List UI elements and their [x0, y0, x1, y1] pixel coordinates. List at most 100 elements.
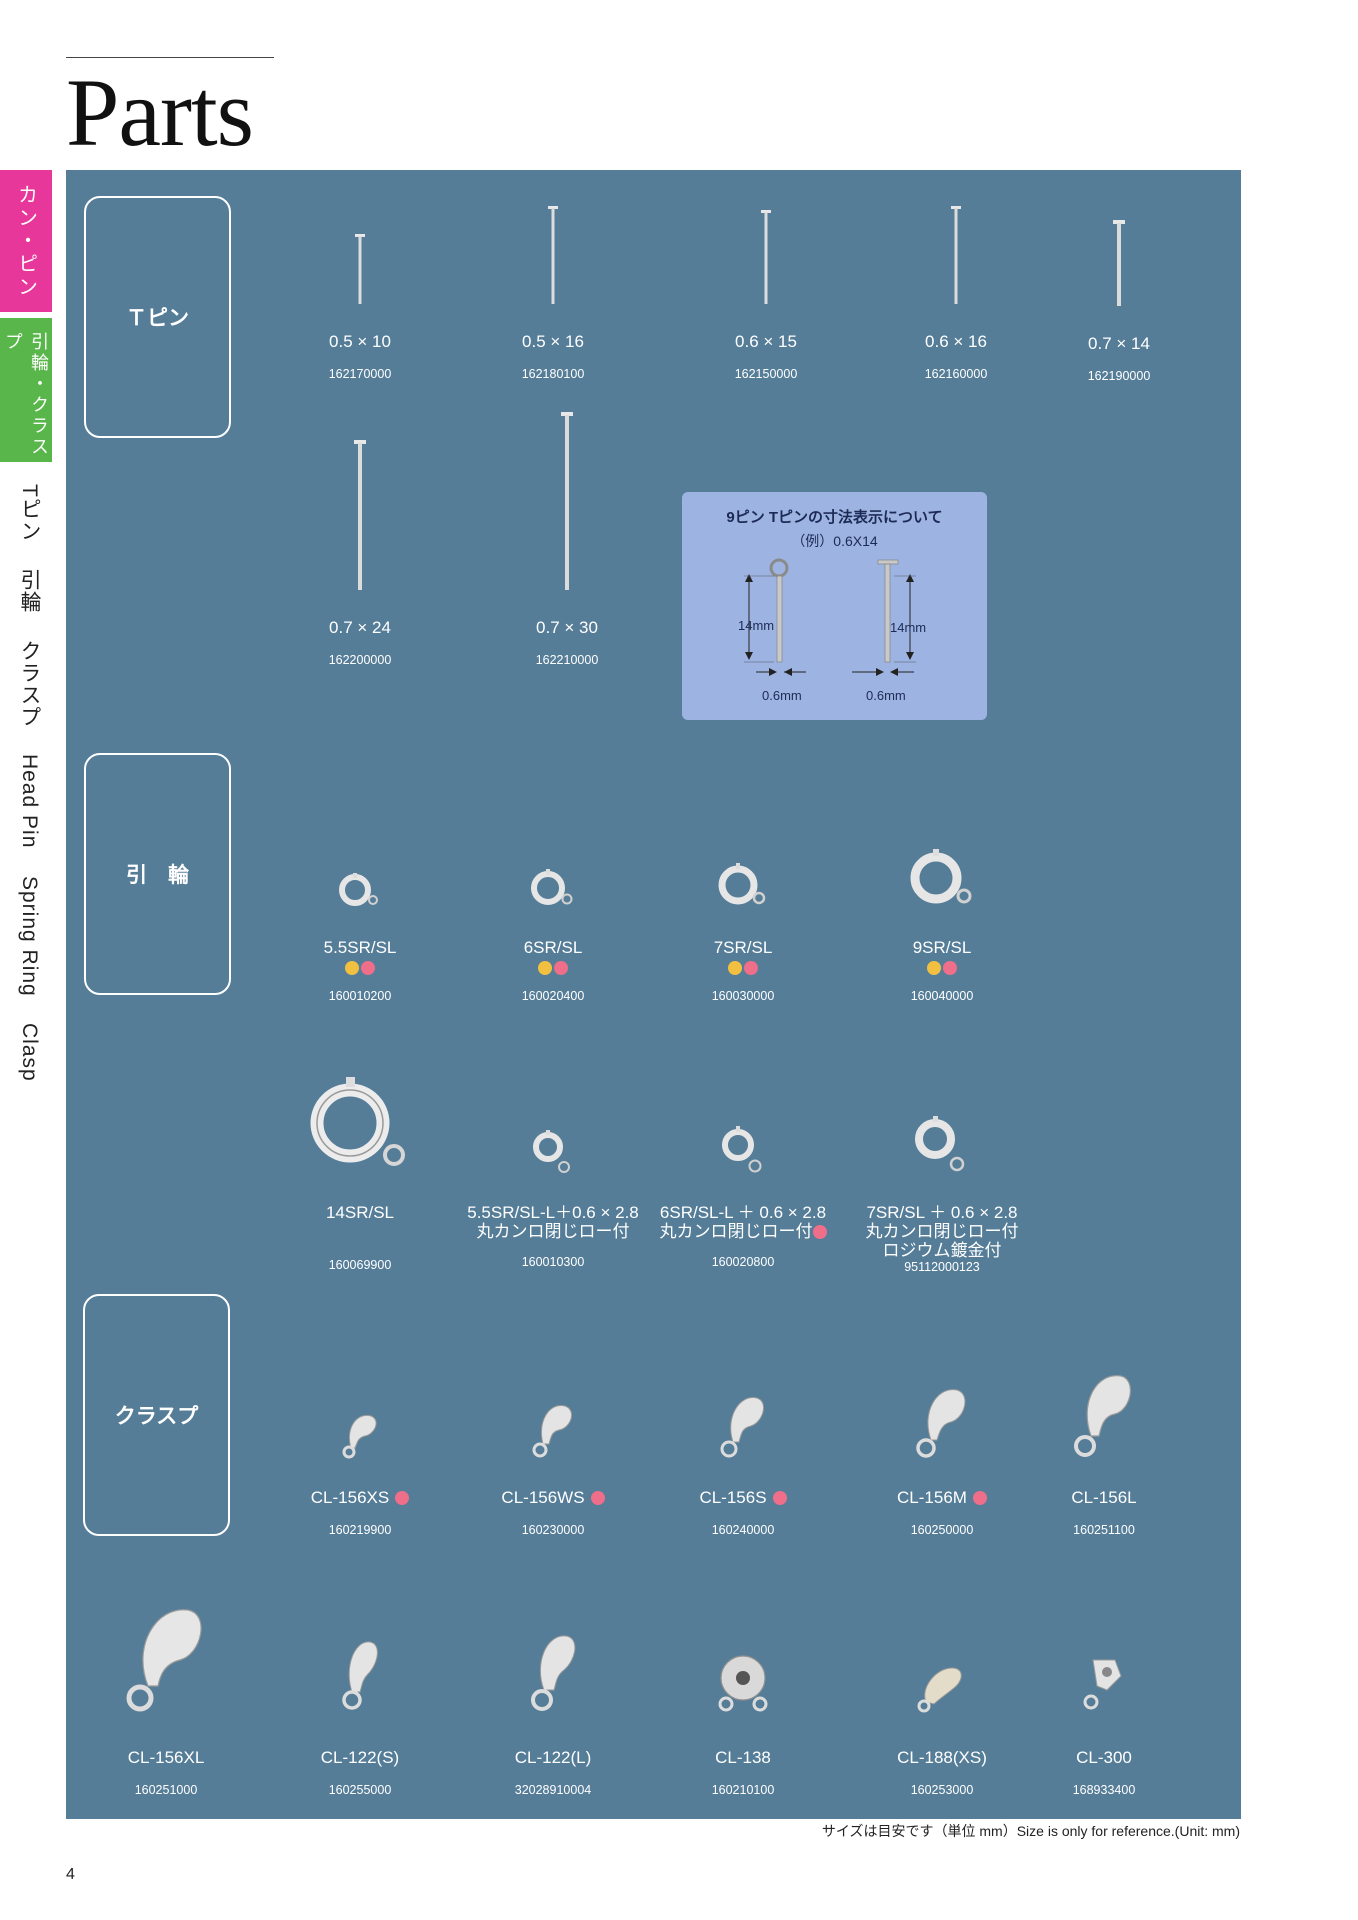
product-name-text: CL-156M — [897, 1488, 967, 1507]
product-name-line1: 7SR/SL ＋ 0.6 × 2.8 — [866, 1203, 1018, 1222]
product-name: 0.6 × 16 — [925, 332, 987, 351]
clasp-image — [847, 1580, 1037, 1714]
product-name: 7SR/SL — [713, 938, 773, 957]
product-item[interactable]: CL-156WS 160230000 — [458, 1340, 648, 1537]
tpin-image — [265, 184, 455, 304]
tpin-image — [472, 412, 662, 590]
clasp-image — [458, 1340, 648, 1460]
pink-dot — [772, 1491, 787, 1505]
product-item[interactable]: 0.6 × 16 162160000 — [861, 184, 1051, 381]
product-item[interactable]: CL-122(S) 160255000 — [265, 1580, 455, 1797]
pink-dot — [395, 1491, 410, 1505]
product-name: 9SR/SL — [912, 938, 972, 957]
side-nav-tpin: Tピン — [18, 484, 41, 542]
side-tab-spring-clasp[interactable]: 引輪・クラスプ — [0, 318, 52, 462]
product-code: 160020400 — [521, 989, 585, 1003]
info-length-label-9pin: 14mm — [738, 618, 775, 633]
product-code: 162200000 — [328, 653, 392, 667]
springring-image — [265, 790, 455, 910]
product-item[interactable]: CL-156XL 160251000 — [71, 1580, 261, 1797]
product-item[interactable]: CL-188(XS) 160253000 — [847, 1580, 1037, 1797]
catalog-panel: Ｔピン 引 輪 クラスプ 0.5 × 10 162170000 0.5 × 16… — [66, 170, 1241, 1819]
product-code: 160010300 — [521, 1255, 585, 1269]
section-label-clasp: クラスプ — [83, 1294, 230, 1536]
side-nav-springring-jp: 引輪 — [18, 568, 41, 613]
tpin-image — [861, 184, 1051, 304]
product-item[interactable]: CL-122(L) 32028910004 — [458, 1580, 648, 1797]
product-item[interactable]: 6SR/SL 160020400 — [458, 790, 648, 1003]
tpin-image — [671, 184, 861, 304]
product-item[interactable]: 5.5SR/SL 160010200 — [265, 790, 455, 1003]
clasp-image — [648, 1340, 838, 1460]
product-item[interactable]: 0.7 × 30 162210000 — [472, 412, 662, 667]
pink-dot — [972, 1491, 987, 1505]
clasp-image — [458, 1580, 648, 1714]
product-name: 0.5 × 16 — [522, 332, 584, 351]
side-nav-clasp-jp: クラスプ — [18, 639, 41, 728]
pink-dot — [590, 1491, 605, 1505]
product-item[interactable]: 0.7 × 14 162190000 — [1024, 186, 1214, 383]
product-code: 162190000 — [1087, 369, 1151, 383]
product-code: 162170000 — [328, 367, 392, 381]
product-name-text: CL-156XS — [310, 1488, 390, 1507]
product-item[interactable]: CL-156L 160251100 — [1009, 1340, 1199, 1537]
springring-image — [648, 1055, 838, 1175]
product-code: 160253000 — [910, 1783, 974, 1797]
springring-image — [847, 790, 1037, 910]
info-length-label-tpin: 14mm — [890, 620, 927, 635]
product-code: 160240000 — [711, 1523, 775, 1537]
product-code: 162150000 — [734, 367, 798, 381]
product-code: 160251000 — [134, 1783, 198, 1797]
product-name: CL-188(XS) — [897, 1748, 987, 1767]
product-item[interactable]: CL-300 168933400 — [1009, 1580, 1199, 1797]
product-name: 0.7 × 30 — [536, 618, 598, 637]
product-item[interactable]: CL-156S 160240000 — [648, 1340, 838, 1537]
product-item[interactable]: 14SR/SL 160069900 — [265, 1055, 455, 1272]
product-item[interactable]: CL-156XS 160219900 — [265, 1340, 455, 1537]
pink-dot — [554, 961, 568, 975]
side-tab-kan-pin[interactable]: カン・ピン — [0, 170, 52, 312]
product-name: 14SR/SL — [325, 1203, 395, 1222]
pink-dot — [812, 1225, 827, 1239]
section-label-springring: 引 輪 — [84, 753, 231, 995]
product-name: 5.5SR/SL — [323, 938, 397, 957]
product-item[interactable]: 0.5 × 16 162180100 — [458, 184, 648, 381]
product-item[interactable]: 0.7 × 24 162200000 — [265, 440, 455, 667]
pin-size-info-box: 9ピン Tピンの寸法表示について （例）0.6X14 — [682, 492, 987, 720]
clasp-image — [648, 1580, 838, 1714]
product-name: CL-300 — [1076, 1748, 1132, 1767]
product-code: 160251100 — [1073, 1523, 1135, 1537]
product-code: 160020800 — [711, 1255, 775, 1269]
product-code: 160219900 — [328, 1523, 392, 1537]
product-item[interactable]: 0.5 × 10 162170000 — [265, 184, 455, 381]
product-code: 95112000123 — [904, 1260, 980, 1274]
clasp-image — [1009, 1340, 1199, 1460]
product-item[interactable]: CL-138 160210100 — [648, 1580, 838, 1797]
info-dia-label-tpin: 0.6mm — [866, 688, 906, 703]
product-name: CL-138 — [715, 1748, 771, 1767]
product-item[interactable]: 7SR/SL 160030000 — [648, 790, 838, 1003]
product-item[interactable]: 9SR/SL 160040000 — [847, 790, 1037, 1003]
plating-dots — [847, 961, 1037, 975]
product-name: CL-156M — [847, 1488, 1037, 1507]
product-code: 160230000 — [521, 1523, 585, 1537]
tpin-image — [458, 184, 648, 304]
tpin-image — [265, 440, 455, 590]
product-item[interactable]: 0.6 × 15 162150000 — [671, 184, 861, 381]
product-code: 162210000 — [535, 653, 599, 667]
gold-dot — [345, 961, 359, 975]
section-label-tpin: Ｔピン — [84, 196, 231, 438]
product-name-text: CL-156S — [699, 1488, 767, 1507]
product-item[interactable]: CL-156M 160250000 — [847, 1340, 1037, 1537]
pink-dot — [744, 961, 758, 975]
clasp-image — [71, 1580, 261, 1714]
product-code: 160250000 — [910, 1523, 974, 1537]
gold-dot — [927, 961, 941, 975]
springring-image — [458, 790, 648, 910]
clasp-image — [1009, 1580, 1199, 1714]
info-dia-label-9pin: 0.6mm — [762, 688, 802, 703]
